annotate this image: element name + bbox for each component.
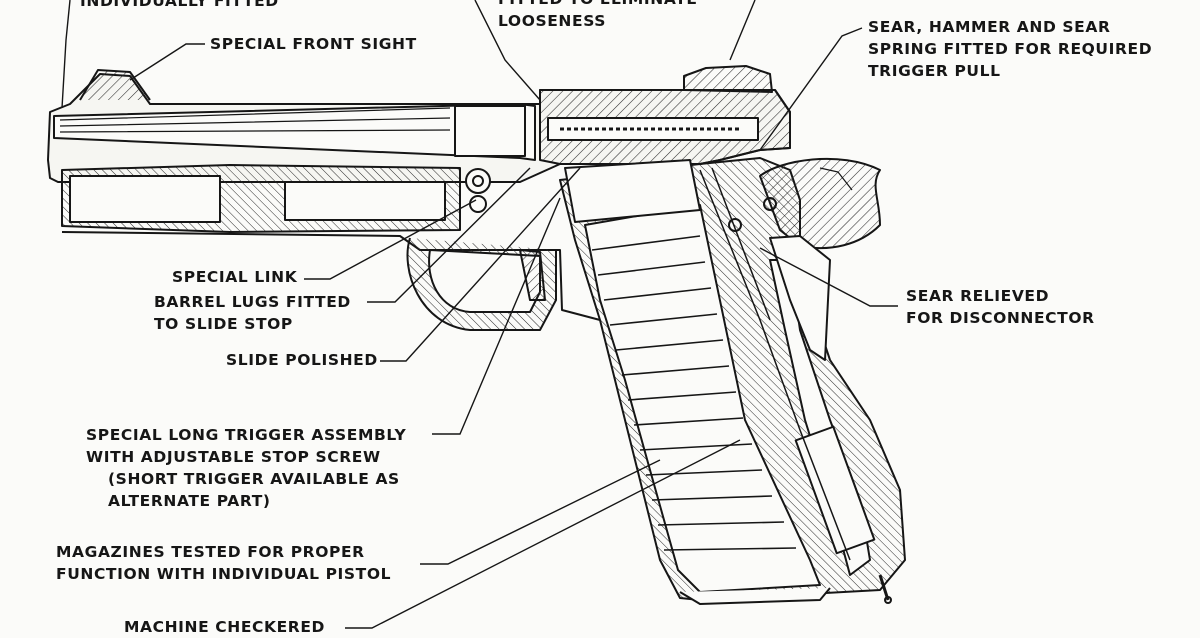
slide-stop-pin [465,168,491,194]
hammer-pin [763,197,777,211]
label-sear-relieved: SEAR RELIEVED FOR DISCONNECTOR [906,287,1095,327]
front-sight [79,69,151,101]
hammer [759,157,881,250]
label-sear-hammer: SEAR, HAMMER AND SEAR SPRING FITTED FOR … [868,18,1153,80]
grip-safety [769,235,831,361]
label-slide-polished: SLIDE POLISHED [226,351,378,369]
leader-checkered [345,439,741,629]
recoil-spring [69,175,221,223]
label-special-link: SPECIAL LINK [172,268,298,286]
leader-slide-polished [380,167,581,362]
link-pin [469,195,487,213]
leader-front-sight [129,43,205,81]
label-trigger-assembly: SPECIAL LONG TRIGGER ASSEMBLY WITH ADJUS… [86,426,407,510]
sear-pin [728,218,742,232]
magazine-follower [564,159,701,223]
label-machine-checkered: MACHINE CHECKERED [124,618,325,636]
label-front-sight: SPECIAL FRONT SIGHT [210,35,417,53]
lanyard-ring [878,574,890,601]
leader-looseness [474,0,541,101]
trigger-bar [699,169,851,561]
rear-sight [683,65,773,93]
label-barrel-lugs: BARREL LUGS FITTED TO SLIDE STOP [154,293,351,333]
leader-individually-fitted [61,0,71,109]
leader-special-link [304,199,477,280]
label-individually-fitted: INDIVIDUALLY FITTED [80,0,279,10]
leader-sear [759,27,863,151]
leader-sear-relieved [759,247,898,307]
leader-barrel-lugs [367,167,531,303]
label-magazines: MAGAZINES TESTED FOR PROPER FUNCTION WIT… [56,543,392,583]
leader-sear-callout [729,0,756,61]
trigger [519,249,546,301]
barrel [53,103,536,161]
magazine-baseplate [679,587,831,605]
leader-trigger [432,197,561,435]
leader-magazines [420,459,661,565]
label-fitted-eliminate: FITTED TO ELIMINATE LOOSENESS [498,0,697,30]
